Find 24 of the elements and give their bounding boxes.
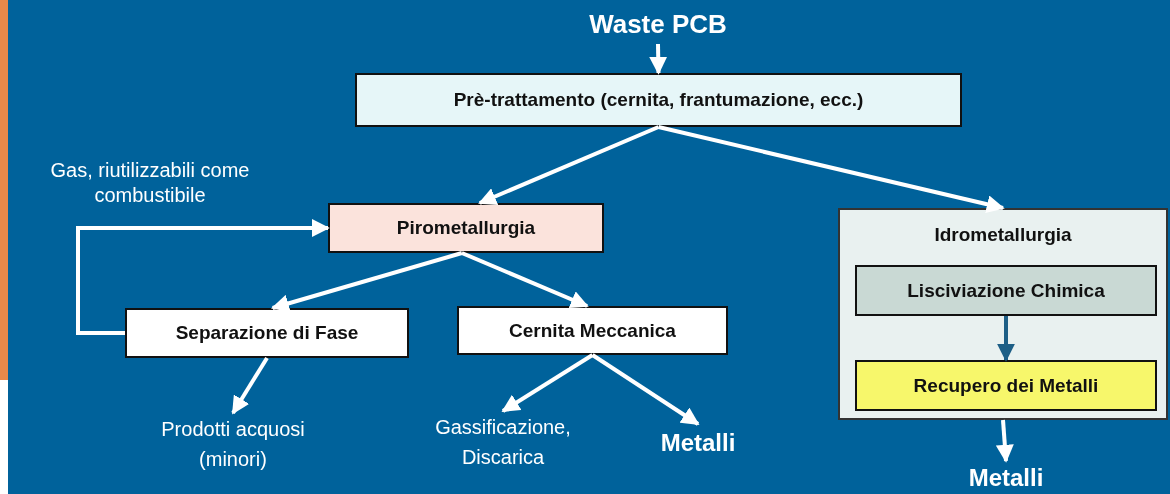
arrow [270, 251, 463, 313]
start-label: Waste PCB [560, 4, 756, 44]
output-label: Gassificazione, Discarica [398, 411, 608, 473]
process-box: Recupero dei Metalli [855, 360, 1157, 411]
arrow [461, 251, 589, 308]
arrow [658, 125, 1005, 214]
arrow [478, 125, 660, 205]
arrow [995, 419, 1014, 463]
process-box: Prè-trattamento (cernita, frantumazione, ecc.) [355, 73, 962, 127]
process-box: Cernita Meccanica [457, 306, 728, 355]
arrow [501, 353, 594, 413]
arrow [591, 353, 700, 426]
arrow [231, 356, 269, 415]
arrow [649, 43, 668, 75]
output-label: Metalli [638, 424, 758, 462]
arrow [997, 316, 1015, 362]
output-label: Prodotti acquosi (minori) [147, 413, 319, 475]
arrow [76, 219, 330, 335]
process-group-box [838, 208, 1168, 420]
group-heading: Idrometallurgia [934, 224, 1072, 246]
process-box: Separazione di Fase [125, 308, 409, 358]
process-box: Pirometallurgia [328, 203, 604, 253]
process-box: Lisciviazione Chimica [855, 265, 1157, 316]
output-label: Metalli [946, 461, 1066, 494]
